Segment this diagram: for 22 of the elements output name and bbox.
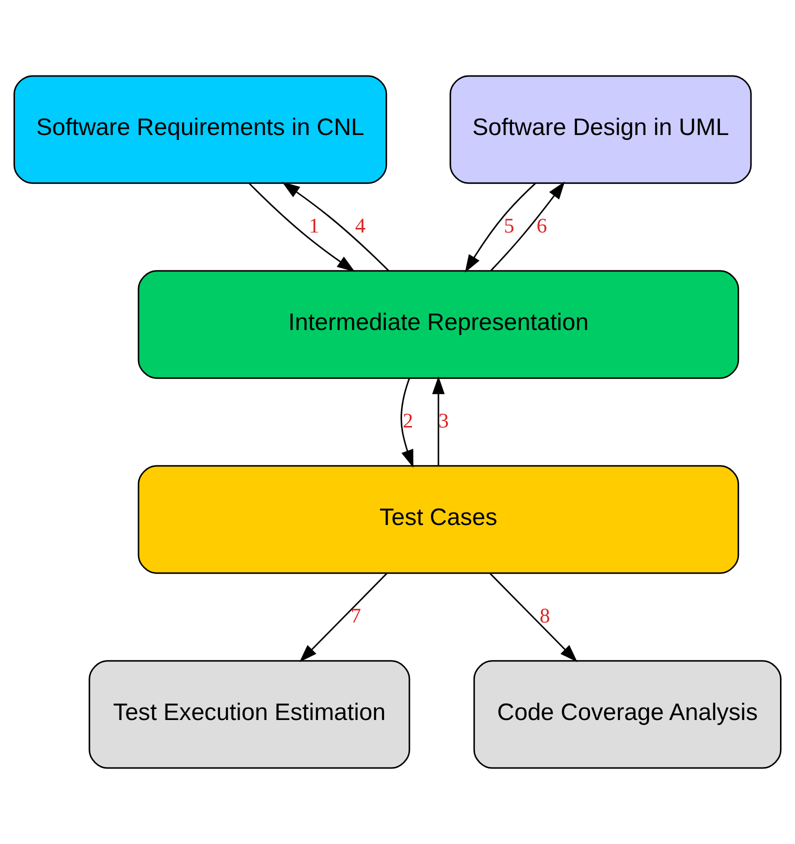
edge-label: 7: [350, 603, 362, 628]
arrow: [490, 572, 578, 662]
edge-label: 2: [402, 408, 414, 433]
node-box: Test Cases: [138, 465, 740, 574]
node-box: Code Coverage Analysis: [473, 660, 782, 769]
node-box: Intermediate Representation: [138, 270, 740, 379]
edge-label: 6: [536, 214, 548, 238]
edge-label: 3: [438, 408, 449, 433]
arrow: [432, 376, 445, 466]
edge-label: 4: [355, 214, 366, 238]
arrow: [490, 181, 565, 272]
arrow: [464, 182, 536, 273]
edge-label: 1: [308, 214, 320, 238]
arrow: [299, 572, 388, 662]
node-box: Software Design in UML: [450, 75, 752, 184]
node-box: Software Requirements in CNL: [14, 75, 388, 184]
arrow: [400, 378, 414, 468]
node-box: Test Execution Estimation: [88, 660, 410, 769]
arrow: [282, 182, 390, 272]
edge-label: 8: [540, 603, 550, 628]
edge-label: 5: [504, 214, 514, 238]
arrow: [248, 182, 355, 272]
